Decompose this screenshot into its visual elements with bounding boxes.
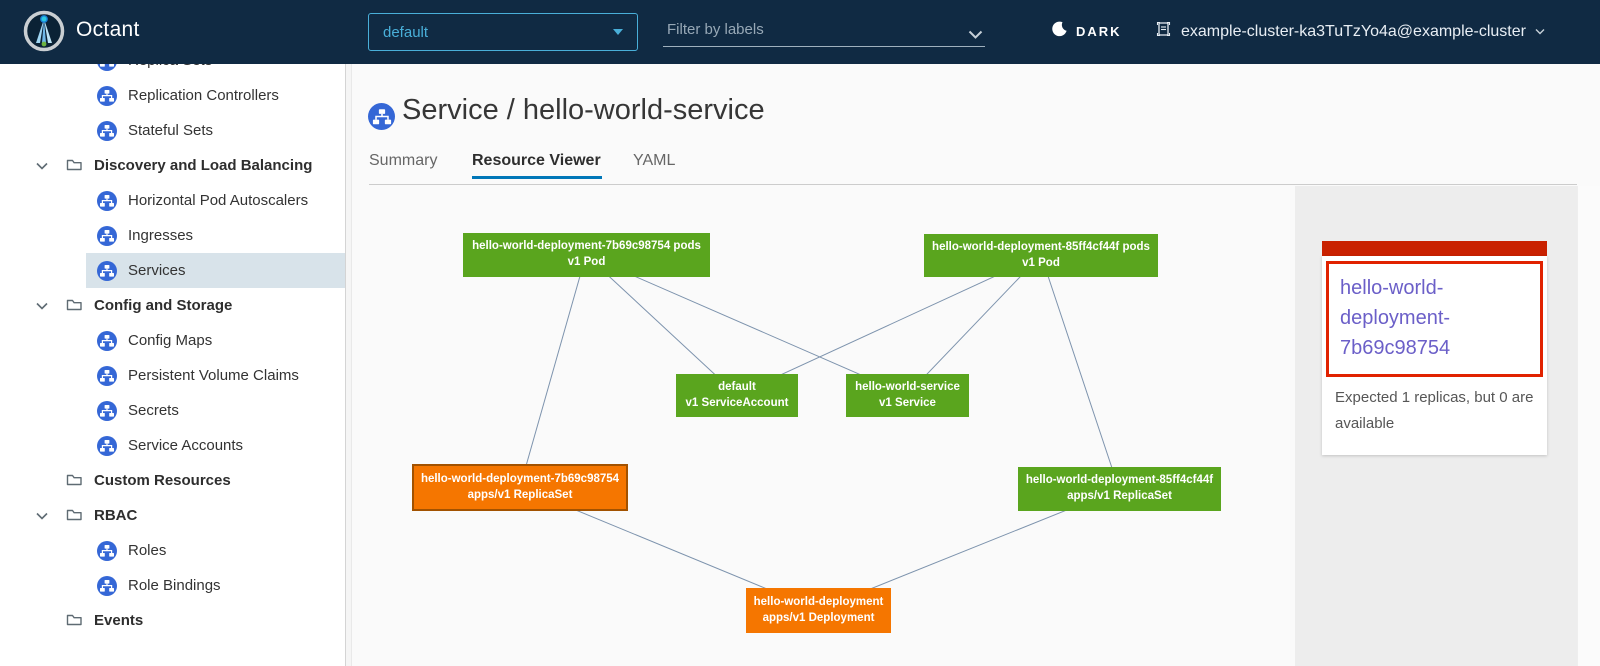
- sidebar-item-replica-sets[interactable]: Replica Sets: [0, 64, 345, 78]
- stateful-sets-icon: [97, 120, 117, 141]
- sidebar-section-config-and-storage[interactable]: Config and Storage: [0, 288, 345, 323]
- chevron-down-icon[interactable]: [968, 26, 983, 44]
- sidebar-item-services[interactable]: Services: [0, 253, 345, 288]
- ingresses-icon: [97, 225, 117, 246]
- graph-node-replicaset-7b69c98754[interactable]: hello-world-deployment-7b69c98754 apps/v…: [412, 464, 628, 511]
- secrets-icon: [97, 400, 117, 421]
- page-title: Service / hello-world-service: [402, 94, 765, 126]
- node-detail-card: hello-world-deployment-7b69c98754 Expect…: [1322, 256, 1547, 455]
- content-scrollbar[interactable]: [1577, 186, 1600, 666]
- sidebar-item-replication-controllers[interactable]: Replication Controllers: [0, 78, 345, 113]
- graph-node-pod-85ff4cf44f[interactable]: hello-world-deployment-85ff4cf44f pods v…: [924, 234, 1158, 277]
- sidebar-item-service-accounts[interactable]: Service Accounts: [0, 428, 345, 463]
- chevron-down-icon: [1535, 29, 1545, 35]
- horizontal-pod-autoscalers-icon: [97, 190, 117, 211]
- folder-icon: [66, 296, 82, 316]
- graph-node-service-hello-world-service[interactable]: hello-world-service v1 Service: [846, 374, 969, 417]
- graph-edge: [585, 254, 738, 396]
- sidebar-scrollbar[interactable]: [346, 64, 352, 666]
- active-tab-underline: [472, 176, 602, 179]
- sidebar-section-discovery-and-load-balancing[interactable]: Discovery and Load Balancing: [0, 148, 345, 183]
- app-title: Octant: [76, 18, 140, 41]
- graph-edge: [1040, 254, 1120, 490]
- sidebar-item-events[interactable]: Events: [0, 603, 345, 638]
- dark-mode-label: DARK: [1076, 24, 1122, 39]
- graph-edge: [585, 254, 908, 396]
- graph-node-pod-7b69c98754[interactable]: hello-world-deployment-7b69c98754 pods v…: [463, 233, 710, 277]
- graph-edge: [736, 254, 1042, 396]
- cluster-icon: [1155, 20, 1172, 43]
- namespace-select[interactable]: default: [368, 13, 638, 51]
- sidebar-item-secrets[interactable]: Secrets: [0, 393, 345, 428]
- sidebar-item-horizontal-pod-autoscalers[interactable]: Horizontal Pod Autoscalers: [0, 183, 345, 218]
- selected-node-box: hello-world-deployment-7b69c98754: [1326, 261, 1543, 377]
- replica-sets-icon: [97, 64, 117, 71]
- sidebar-item-roles[interactable]: Roles: [0, 533, 345, 568]
- node-detail-panel: hello-world-deployment-7b69c98754 Expect…: [1295, 186, 1577, 666]
- folder-icon: [66, 471, 82, 491]
- resource-viewer-graph: hello-world-deployment-7b69c98754 pods v…: [346, 186, 1295, 666]
- graph-edge: [519, 254, 587, 488]
- label-filter: [663, 18, 985, 47]
- tab-summary[interactable]: Summary: [369, 152, 438, 169]
- top-header: Octant default DARK: [0, 0, 1600, 64]
- tab-resource-viewer[interactable]: Resource Viewer: [472, 152, 601, 169]
- sidebar-item-ingresses[interactable]: Ingresses: [0, 218, 345, 253]
- sidebar-item-custom-resources[interactable]: Custom Resources: [0, 463, 345, 498]
- persistent-volume-claims-icon: [97, 365, 117, 386]
- folder-icon: [66, 506, 82, 526]
- cluster-context-select[interactable]: example-cluster-ka3TuTzYo4a@example-clus…: [1155, 20, 1545, 43]
- tab-divider: [369, 184, 1577, 185]
- service-accounts-icon: [97, 435, 117, 456]
- sidebar-item-persistent-volume-claims[interactable]: Persistent Volume Claims: [0, 358, 345, 393]
- chevron-down-icon[interactable]: [36, 157, 48, 174]
- service-icon: [368, 103, 395, 130]
- node-status-text: Expected 1 replicas, but 0 are available: [1335, 389, 1534, 432]
- folder-icon: [66, 611, 82, 631]
- namespace-select-value: default: [383, 23, 429, 41]
- sidebar-item-role-bindings[interactable]: Role Bindings: [0, 568, 345, 603]
- label-filter-input[interactable]: [665, 20, 949, 39]
- graph-node-deployment-hello-world[interactable]: hello-world-deployment apps/v1 Deploymen…: [746, 588, 891, 633]
- tab-yaml[interactable]: YAML: [633, 152, 676, 169]
- sidebar-section-rbac[interactable]: RBAC: [0, 498, 345, 533]
- role-bindings-icon: [97, 575, 117, 596]
- selected-node-link[interactable]: hello-world-deployment-7b69c98754: [1340, 277, 1451, 359]
- replication-controllers-icon: [97, 85, 117, 106]
- config-maps-icon: [97, 330, 117, 351]
- main-content: Service / hello-world-service Summary Re…: [346, 64, 1600, 666]
- folder-icon: [66, 156, 82, 176]
- sidebar-nav: Replica Sets Replication Controllers Sta…: [0, 64, 346, 666]
- alert-bar: [1322, 241, 1547, 256]
- cluster-context-label: example-cluster-ka3TuTzYo4a@example-clus…: [1181, 22, 1526, 40]
- octant-logo-icon: [22, 9, 66, 53]
- moon-icon: [1051, 21, 1067, 42]
- roles-icon: [97, 540, 117, 561]
- dark-mode-toggle[interactable]: DARK: [1051, 21, 1122, 42]
- chevron-down-icon[interactable]: [36, 507, 48, 524]
- sidebar-item-stateful-sets[interactable]: Stateful Sets: [0, 113, 345, 148]
- graph-node-replicaset-85ff4cf44f[interactable]: hello-world-deployment-85ff4cf44f apps/v…: [1018, 467, 1221, 511]
- sidebar-item-config-maps[interactable]: Config Maps: [0, 323, 345, 358]
- chevron-down-icon[interactable]: [36, 297, 48, 314]
- graph-node-serviceaccount-default[interactable]: default v1 ServiceAccount: [676, 374, 798, 417]
- services-icon: [97, 260, 117, 281]
- graph-edge: [906, 254, 1042, 396]
- caret-down-icon: [613, 29, 623, 35]
